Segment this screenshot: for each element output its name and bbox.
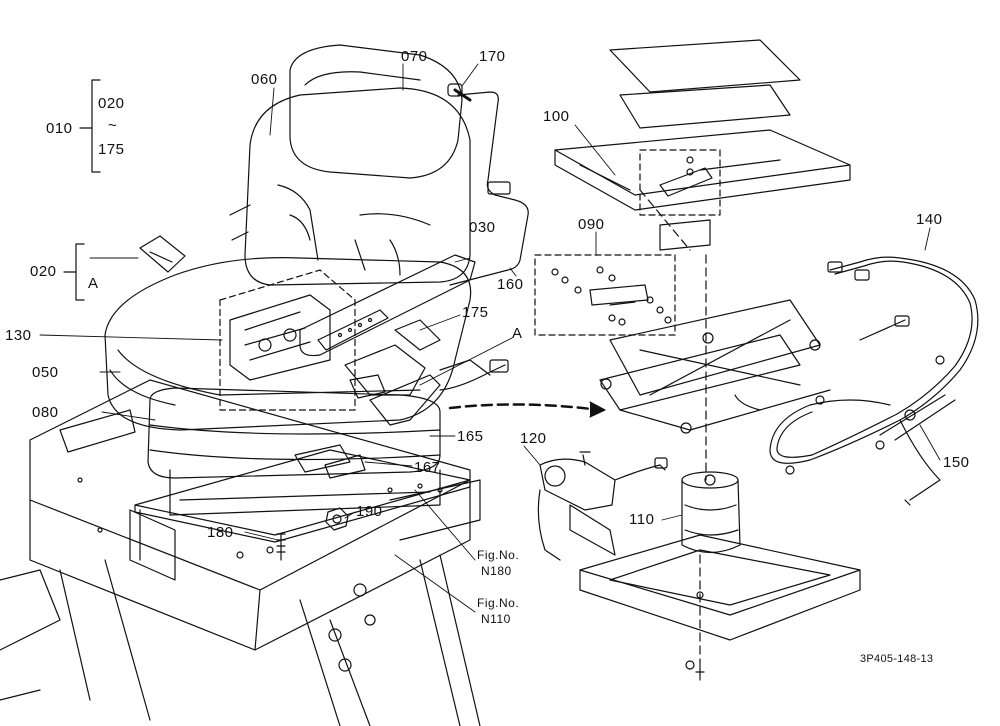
label-030: 030 bbox=[469, 219, 496, 236]
headrest bbox=[289, 44, 463, 179]
group-bracket-010 bbox=[79, 79, 101, 173]
label-190: 190 bbox=[356, 503, 383, 520]
compressor-120 bbox=[537, 451, 668, 561]
fig-ref-2-title: Fig.No. bbox=[477, 596, 520, 610]
label-140: 140 bbox=[916, 211, 943, 228]
label-175: 175 bbox=[462, 304, 489, 321]
assembly-arrow bbox=[448, 401, 606, 418]
side-controls bbox=[294, 319, 491, 479]
label-120: 120 bbox=[520, 430, 547, 447]
label-020-range-start: 020 bbox=[98, 95, 125, 112]
scissor-frame bbox=[599, 299, 831, 434]
fig-ref-2-number: N110 bbox=[481, 612, 511, 626]
cable-170 bbox=[447, 83, 529, 286]
label-range-tilde: ~ bbox=[108, 117, 118, 134]
label-165: 165 bbox=[457, 428, 484, 445]
leader-lines bbox=[39, 63, 941, 613]
bolt-180 bbox=[276, 533, 286, 561]
detail-box-090 bbox=[534, 254, 676, 336]
fig-ref-1-title: Fig.No. bbox=[477, 548, 520, 562]
label-167: 167 bbox=[414, 459, 441, 476]
label-170: 170 bbox=[479, 48, 506, 65]
label-175-range-end: 175 bbox=[98, 141, 125, 158]
shock-absorber-090 bbox=[551, 266, 672, 326]
detail-box-130 bbox=[219, 269, 356, 411]
seat-mechanism bbox=[229, 294, 331, 381]
label-110: 110 bbox=[629, 511, 655, 528]
armrest bbox=[299, 254, 476, 357]
detail-box-100 bbox=[639, 149, 721, 216]
seat-backrest bbox=[229, 87, 471, 286]
label-180: 180 bbox=[207, 524, 234, 541]
wire-harness bbox=[734, 256, 979, 506]
group-bracket-020 bbox=[63, 243, 85, 301]
label-150: 150 bbox=[943, 454, 970, 471]
label-050: 050 bbox=[32, 364, 59, 381]
cable-a bbox=[439, 359, 509, 391]
label-060: 060 bbox=[251, 71, 278, 88]
damper-upper bbox=[659, 156, 713, 197]
fig-ref-1-number: N180 bbox=[481, 564, 512, 578]
top-plate bbox=[554, 39, 851, 251]
seat-mount-plate bbox=[134, 449, 471, 543]
label-130: 130 bbox=[5, 327, 32, 344]
label-080: 080 bbox=[32, 404, 59, 421]
label-a-left: A bbox=[88, 275, 99, 292]
air-spring-110 bbox=[681, 471, 741, 554]
lever-020 bbox=[139, 235, 186, 273]
label-070: 070 bbox=[401, 48, 428, 65]
suspension-base bbox=[147, 387, 441, 516]
label-100: 100 bbox=[543, 108, 570, 125]
label-020: 020 bbox=[30, 263, 57, 280]
label-160: 160 bbox=[497, 276, 524, 293]
label-090: 090 bbox=[578, 216, 605, 233]
nut-190 bbox=[325, 507, 349, 531]
base-plate bbox=[579, 534, 861, 681]
label-010: 010 bbox=[46, 120, 73, 137]
seat-cushion bbox=[104, 257, 472, 431]
drawing-code: 3P405-148-13 bbox=[860, 653, 934, 665]
center-axis bbox=[639, 189, 707, 661]
label-a-right: A bbox=[512, 325, 523, 342]
